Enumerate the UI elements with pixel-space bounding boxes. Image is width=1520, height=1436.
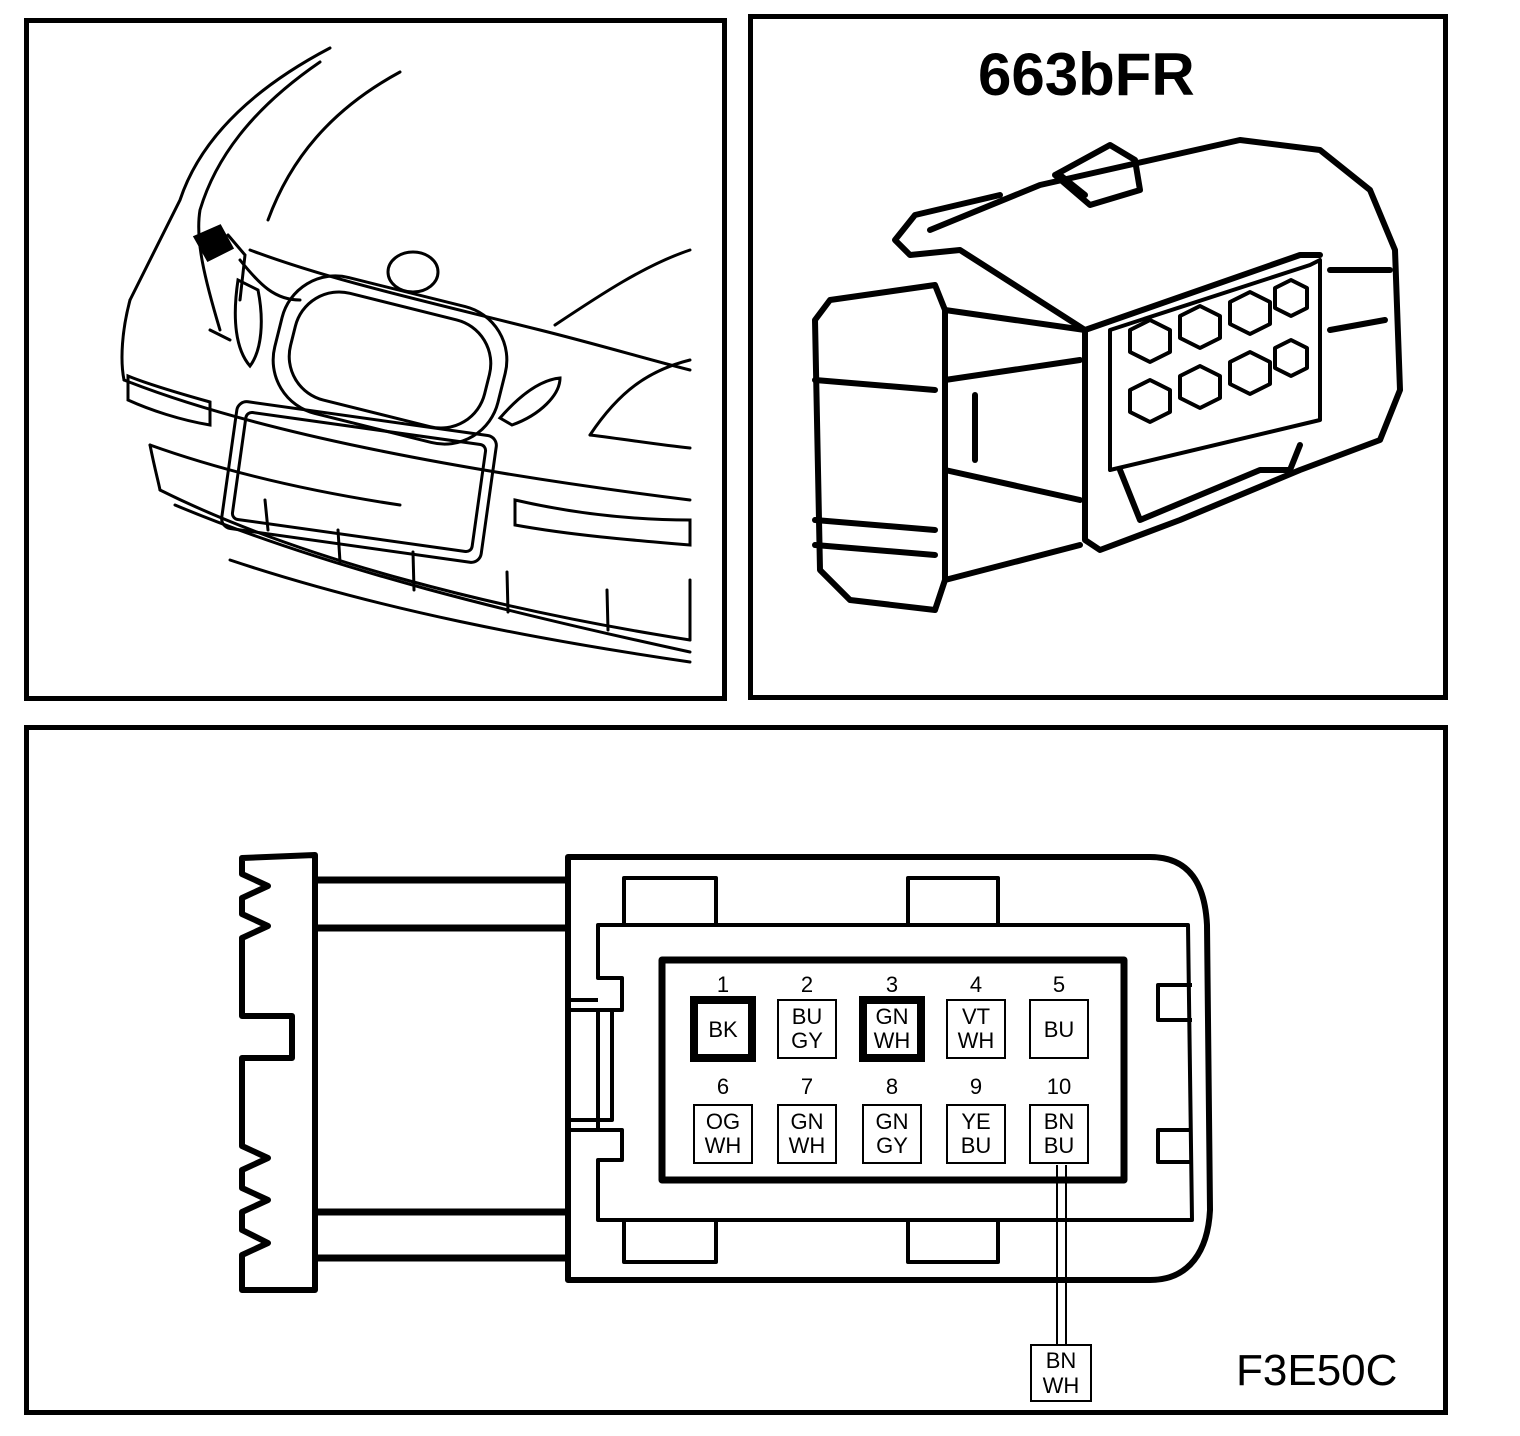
pin-number: 2	[801, 972, 813, 997]
pin-box	[859, 996, 925, 1062]
pin-number: 9	[970, 1074, 982, 1099]
car-location-panel	[24, 18, 727, 701]
pin-wire-color: WH	[789, 1133, 826, 1158]
pin-wire-color: BU	[792, 1004, 823, 1029]
pin-wire-color: WH	[874, 1028, 911, 1053]
pin-box	[946, 1104, 1006, 1164]
pin-wire-color: BU	[1044, 1017, 1075, 1042]
car-front-illustration	[120, 46, 692, 664]
pin-number: 3	[886, 972, 898, 997]
pinout-drawing	[239, 852, 1213, 1345]
pin-box	[690, 996, 756, 1062]
pin-wire-color: GY	[791, 1028, 823, 1053]
pin-wire-color: WH	[705, 1133, 742, 1158]
pin-wire-color: GN	[791, 1109, 824, 1134]
pin-wire-color: GN	[876, 1109, 909, 1134]
connector-illustration	[812, 137, 1403, 613]
pin-box	[946, 999, 1006, 1059]
pin-number: 6	[717, 1074, 729, 1099]
pin-box	[1029, 999, 1089, 1059]
figure-code: F3E50C	[1236, 1346, 1398, 1395]
lead-wire-color-2: WH	[1043, 1373, 1080, 1398]
pin-wire-color: OG	[706, 1109, 740, 1134]
pin-number: 4	[970, 972, 982, 997]
connector-code-title: 663bFR	[978, 41, 1195, 108]
lead-wire-color-1: BN	[1046, 1348, 1077, 1373]
lead-wire-label: BN WH	[1030, 1344, 1092, 1402]
pin-box	[1029, 1104, 1089, 1164]
pin-wire-color: BU	[961, 1133, 992, 1158]
pin-box	[777, 1104, 837, 1164]
pin-wire-color: VT	[962, 1004, 990, 1029]
pin-grid: 1BK2BUGY3GNWH4VTWH5BU6OGWH7GNWH8GNGY9YEB…	[690, 972, 1089, 1164]
pin-wire-color: WH	[958, 1028, 995, 1053]
pin-box	[862, 1104, 922, 1164]
pin-wire-color: BU	[1044, 1133, 1075, 1158]
pin-number: 1	[717, 972, 729, 997]
pin-number: 7	[801, 1074, 813, 1099]
pin-wire-color: GN	[876, 1004, 909, 1029]
pin-wire-color: YE	[961, 1109, 990, 1134]
pin-wire-color: BN	[1044, 1109, 1075, 1134]
pin-number: 10	[1047, 1074, 1071, 1099]
pin-number: 5	[1053, 972, 1065, 997]
pin-wire-color: BK	[708, 1017, 738, 1042]
pin-1: 1BK	[690, 972, 756, 1062]
pin-box	[693, 1104, 753, 1164]
pin-box	[777, 999, 837, 1059]
pin-number: 8	[886, 1074, 898, 1099]
pin-5: 5BU	[1029, 972, 1089, 1059]
pin-wire-color: GY	[876, 1133, 908, 1158]
connector-view-panel	[748, 14, 1448, 700]
